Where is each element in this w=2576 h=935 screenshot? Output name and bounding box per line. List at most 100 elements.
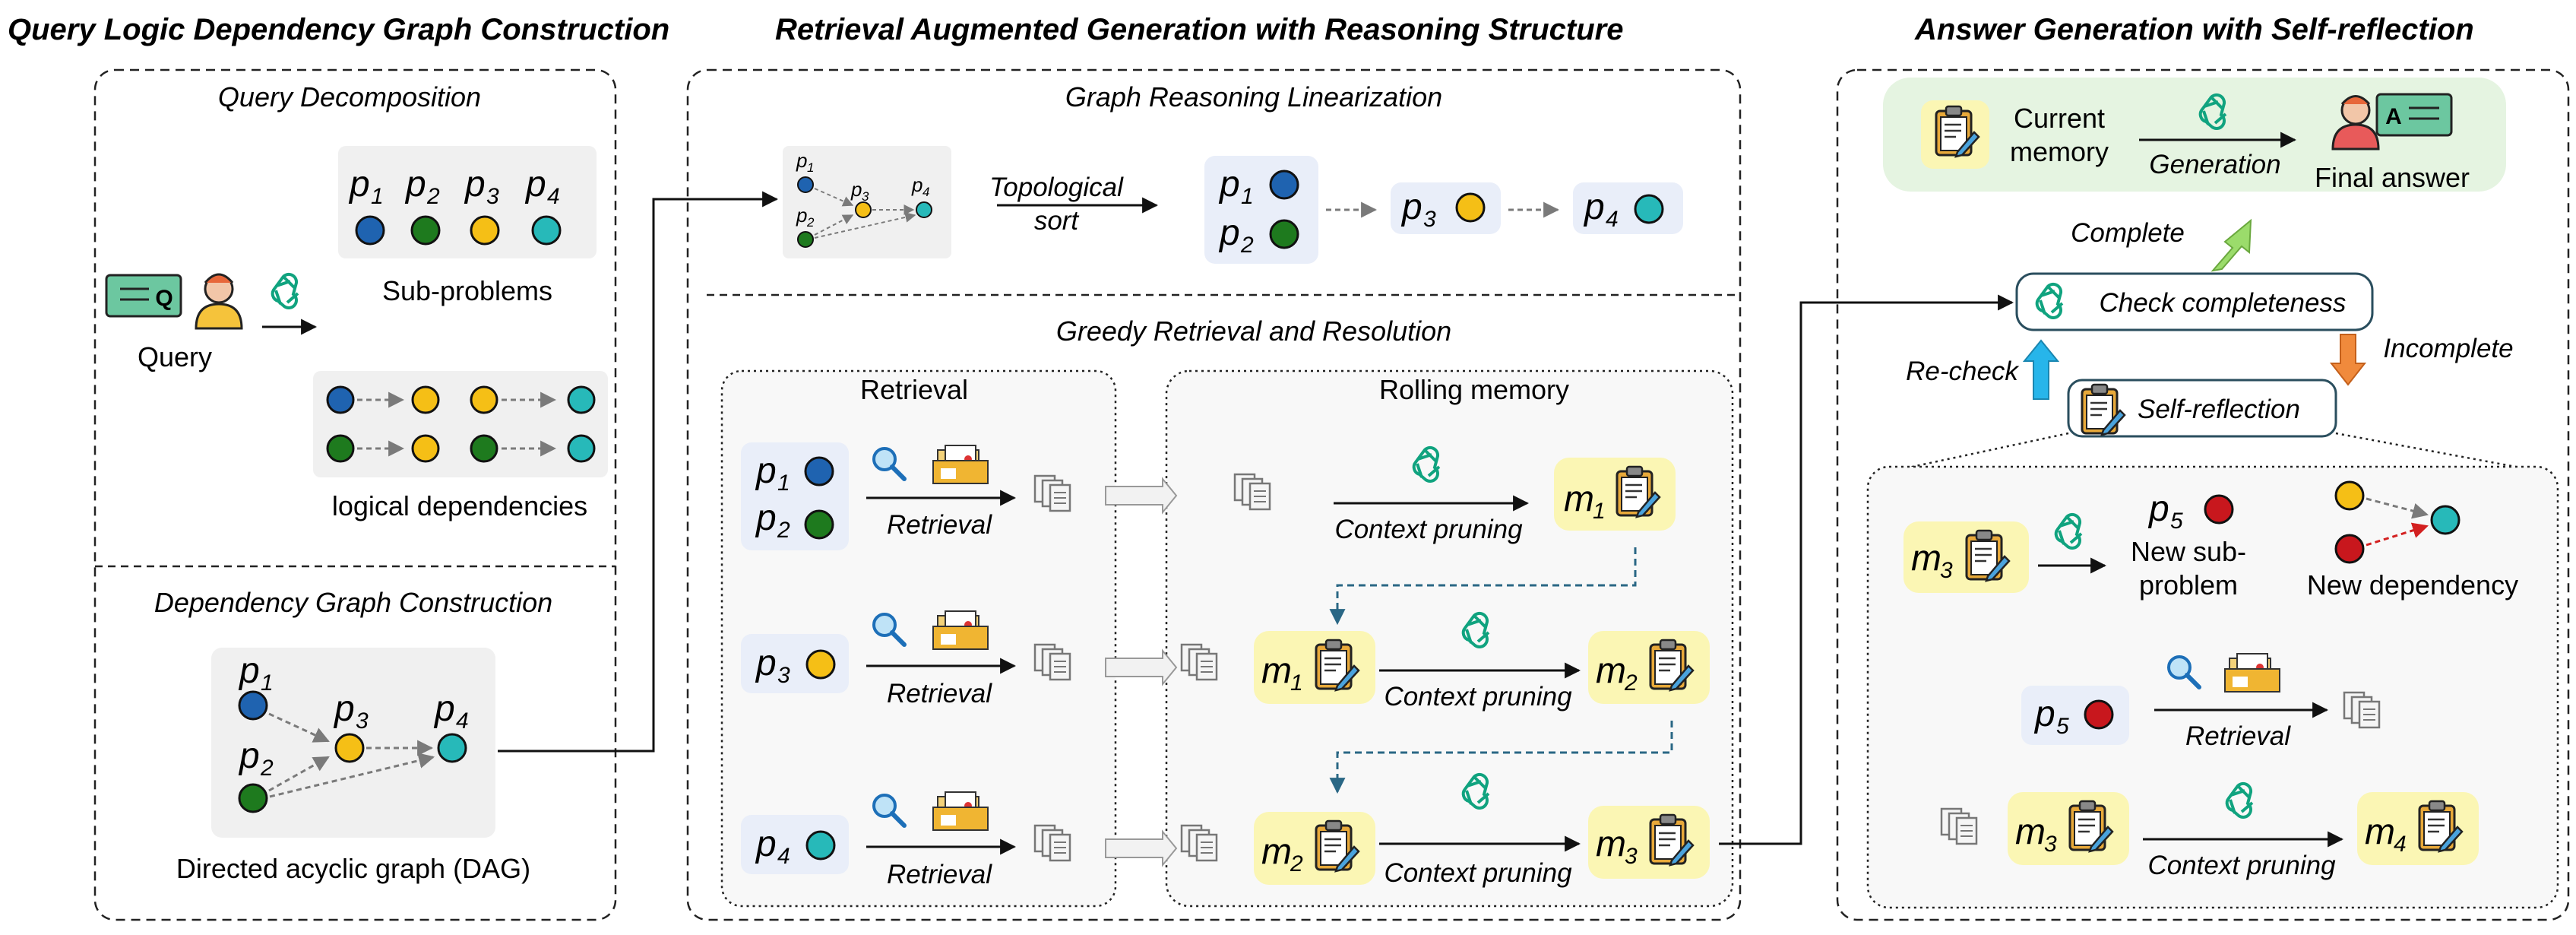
svg-text:p: p [1400, 187, 1422, 227]
svg-text:m: m [1564, 479, 1594, 519]
svg-text:p: p [796, 149, 807, 172]
arrow-dag-to-linearization [498, 191, 779, 753]
svg-text:p: p [333, 689, 355, 729]
recheck-label: Re-check [1906, 357, 2019, 386]
svg-text:p: p [755, 498, 777, 538]
svg-text:2: 2 [260, 756, 274, 781]
incomplete-label: Incomplete [2383, 334, 2513, 363]
new-dependency-label: New dependency [2307, 569, 2518, 601]
dependencies-label: logical dependencies [332, 490, 587, 521]
svg-text:A: A [2385, 104, 2402, 129]
svg-text:4: 4 [1606, 207, 1619, 232]
pruning-label-2: Context pruning [1384, 682, 1572, 712]
svg-text:4: 4 [547, 184, 560, 209]
svg-text:p: p [755, 824, 777, 864]
svg-text:m: m [2365, 812, 2395, 852]
svg-text:1: 1 [1290, 670, 1303, 696]
query-icon: Q [105, 273, 243, 330]
dependency-row-2 [326, 434, 596, 463]
svg-text:p: p [238, 651, 260, 691]
new-subproblem-line1: New sub- [2131, 536, 2246, 567]
self-reflection-box [2067, 379, 2337, 438]
subproblems-label: Sub-problems [382, 275, 552, 306]
svg-text:1: 1 [261, 670, 274, 696]
final-answer-label: Final answer [2315, 162, 2470, 193]
graph-construction-title: Dependency Graph Construction [154, 587, 552, 618]
svg-text:4: 4 [922, 185, 929, 199]
incomplete-arrow [2329, 334, 2367, 386]
recheck-arrow [2022, 339, 2060, 400]
svg-text:p: p [755, 643, 777, 683]
llm-icon [271, 272, 299, 309]
pruning-label-1: Context pruning [1334, 515, 1523, 544]
svg-text:1: 1 [371, 184, 384, 209]
retrieval-label-3: Retrieval [887, 860, 992, 889]
svg-text:p: p [2033, 694, 2055, 734]
current-memory-line2: memory [2010, 136, 2109, 167]
transfer-arrow-2 [1105, 648, 1178, 686]
svg-text:2: 2 [806, 215, 815, 230]
svg-text:3: 3 [486, 184, 499, 209]
topological-sort-line1: Topological [989, 173, 1124, 202]
retrieval-title: Retrieval [860, 374, 968, 405]
svg-text:3: 3 [862, 189, 869, 204]
svg-text:p: p [464, 164, 486, 204]
svg-text:p: p [433, 689, 455, 729]
svg-text:3: 3 [2044, 832, 2057, 857]
transfer-arrow-1 [1105, 477, 1178, 515]
svg-text:2: 2 [1290, 851, 1303, 876]
svg-text:4: 4 [2394, 832, 2407, 857]
svg-text:3: 3 [1423, 207, 1436, 232]
self-reflection-label: Self-reflection [2138, 395, 2300, 424]
svg-text:p: p [1218, 213, 1240, 253]
svg-text:p: p [755, 451, 777, 491]
retrieval-label-2: Retrieval [887, 679, 992, 708]
svg-text:m: m [1596, 651, 1626, 691]
svg-text:m: m [1596, 824, 1626, 864]
svg-text:4: 4 [456, 708, 469, 734]
svg-text:2: 2 [777, 518, 790, 543]
svg-text:p: p [1583, 187, 1605, 227]
svg-text:p: p [850, 178, 862, 201]
memory-carry-1 [1329, 547, 1637, 626]
topological-sort-line2: sort [1034, 206, 1080, 236]
check-completeness-box [2015, 272, 2374, 331]
dag-label: Directed acyclic graph (DAG) [176, 853, 530, 884]
generation-label: Generation [2149, 150, 2280, 179]
section-title-1: Query Logic Dependency Graph Constructio… [8, 13, 669, 46]
arrow-memory-to-check [1719, 294, 2014, 845]
svg-text:m: m [2015, 812, 2046, 852]
svg-text:1: 1 [807, 160, 814, 175]
check-completeness-label: Check completeness [2100, 288, 2347, 318]
svg-text:p: p [348, 164, 370, 204]
new-subproblem-line2: problem [2139, 569, 2238, 601]
panel-answer-generation: Current memory Generation A Final answer… [1836, 68, 2570, 921]
svg-text:4: 4 [777, 844, 790, 869]
svg-text:1: 1 [1593, 499, 1606, 524]
svg-text:p: p [911, 173, 922, 196]
svg-text:m: m [1261, 651, 1292, 691]
memory-row-1: Context pruning m1 [1233, 445, 1676, 544]
svg-text:3: 3 [1940, 558, 1953, 583]
svg-text:p: p [796, 204, 807, 227]
svg-text:m: m [1911, 538, 1941, 578]
memory-row-3: m2 Context pruning m3 [1180, 772, 1710, 888]
greedy-title: Greedy Retrieval and Resolution [1056, 315, 1451, 347]
retrieval-label-1: Retrieval [887, 510, 992, 540]
reflection-retrieval-label: Retrieval [2185, 721, 2291, 751]
query-label: Query [138, 341, 212, 372]
svg-text:2: 2 [1624, 670, 1638, 696]
svg-text:5: 5 [2056, 714, 2069, 739]
svg-text:p: p [2147, 489, 2169, 529]
reflection-pruning-label: Context pruning [2147, 851, 2336, 880]
svg-text:p: p [404, 164, 426, 204]
final-answer-icon: A [2331, 93, 2453, 151]
